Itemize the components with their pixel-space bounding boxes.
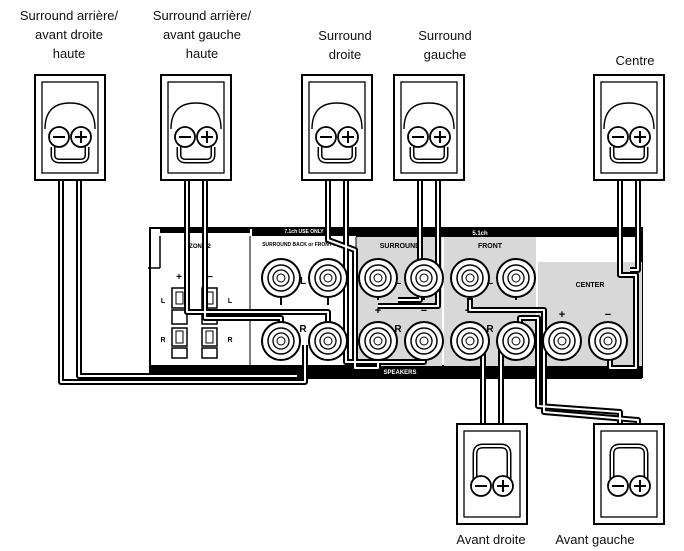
post-links <box>280 297 517 305</box>
sur-r-mark: R <box>394 324 402 335</box>
panel-front: FRONT <box>478 243 503 250</box>
speaker-center <box>594 75 664 180</box>
post-sur-l-plus <box>358 258 398 298</box>
label-front-right: Avant droite <box>456 532 526 547</box>
post-sb-l-plus <box>261 258 301 298</box>
sur-minus-mark: − <box>421 305 427 317</box>
speaker-surround-right <box>302 75 372 180</box>
post-sb-r-minus <box>308 321 348 361</box>
label-surround-back-right-high: Surround arrière/ avant droite haute <box>19 8 119 61</box>
label-center: Centre <box>615 53 655 68</box>
post-sur-r-minus <box>404 321 444 361</box>
post-sur-r-plus <box>358 321 398 361</box>
speaker-front-right <box>457 424 527 524</box>
front-r-mark: R <box>486 324 494 335</box>
sur-l-mark: L <box>395 276 401 287</box>
post-sb-r-plus <box>261 321 301 361</box>
speaker-front-left <box>594 424 664 524</box>
panel-center: CENTER <box>576 282 605 289</box>
post-front-r-plus <box>450 321 490 361</box>
sb-l-mark: L <box>300 276 306 287</box>
panel-speakers: SPEAKERS <box>383 370 416 376</box>
front-l-mark: L <box>487 276 493 287</box>
speaker-surround-back-right-high <box>35 75 105 180</box>
zone2-l-left: L <box>161 298 166 305</box>
zone2-plus: + <box>176 272 182 283</box>
sur-plus-mark: + <box>375 305 381 317</box>
panel-surround: SURROUND <box>380 243 420 250</box>
post-center-minus <box>588 321 628 361</box>
panel-51ch: 5.1ch <box>472 231 488 237</box>
post-front-l-minus <box>496 258 536 298</box>
post-sb-l-minus <box>308 258 348 298</box>
zone2-terminals <box>171 287 218 359</box>
panel-zone2: ZONE 2 <box>189 244 211 250</box>
post-front-r-minus <box>496 321 536 361</box>
panel-surround-back: SURROUND BACK or FRONT HIGH <box>262 242 346 248</box>
speaker-surround-left <box>394 75 464 180</box>
center-minus-mark: − <box>605 309 611 321</box>
zone2-r-left: R <box>160 337 165 344</box>
label-front-left: Avant gauche <box>555 532 635 547</box>
post-front-l-plus <box>450 258 490 298</box>
panel-use-only: 7.1ch USE ONLY <box>284 229 324 235</box>
speaker-surround-back-left-high <box>161 75 231 180</box>
zone2-r-right: R <box>227 337 232 344</box>
zone2-l-right: L <box>228 298 233 305</box>
post-center-plus <box>542 321 582 361</box>
post-sur-l-minus <box>404 258 444 298</box>
label-surround-back-left-high: Surround arrière/ avant gauche haute <box>152 8 252 61</box>
label-surround-left: Surround gauche <box>418 28 472 62</box>
label-surround-right: Surround droite <box>318 28 372 62</box>
center-plus-mark: + <box>559 309 565 321</box>
sb-r-mark: R <box>299 324 307 335</box>
zone2-minus: − <box>207 272 213 283</box>
